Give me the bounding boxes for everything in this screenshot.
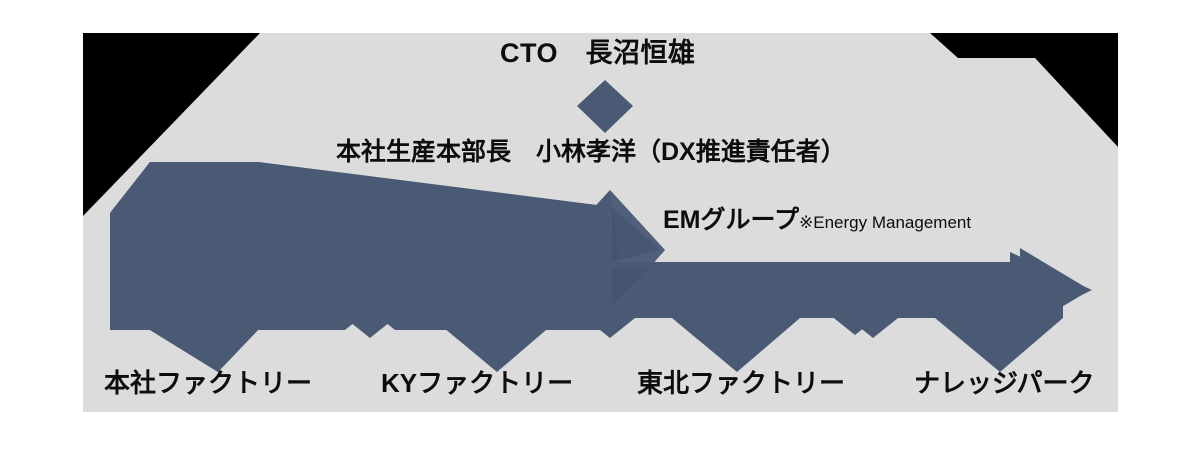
production-head-label: 本社生産本部長 小林孝洋（DX推進責任者） — [336, 138, 846, 166]
node-label-ky-factory: KYファクトリー — [381, 368, 574, 398]
diamond-overlap-sliver-2 — [612, 268, 648, 306]
node-2-chevron — [432, 300, 560, 372]
em-group-label-wrap: EMグループ※Energy Management — [663, 208, 971, 233]
blue-shape-group — [110, 80, 1092, 372]
node-label-knowledge-park: ナレッジパーク — [914, 368, 1095, 398]
node-4-chevron — [935, 300, 1063, 372]
em-group-label: EMグループ — [663, 206, 800, 234]
cto-label: CTO 長沼恒雄 — [500, 38, 696, 68]
node-label-honsha-factory: 本社ファクトリー — [104, 368, 313, 398]
notch-sep-1 — [345, 318, 395, 338]
notch-sep-3 — [848, 318, 898, 338]
upper-left-wedge-cap — [110, 162, 150, 262]
node-label-tohoku-factory: 東北ファクトリー — [637, 368, 846, 398]
notch-sep-2 — [585, 318, 635, 338]
cto-diamond — [577, 80, 633, 133]
node-3-chevron — [672, 300, 800, 372]
upper-left-wedge — [150, 162, 612, 262]
diamond-overlap-sliver — [612, 207, 660, 262]
em-group-note: ※Energy Management — [799, 213, 972, 232]
